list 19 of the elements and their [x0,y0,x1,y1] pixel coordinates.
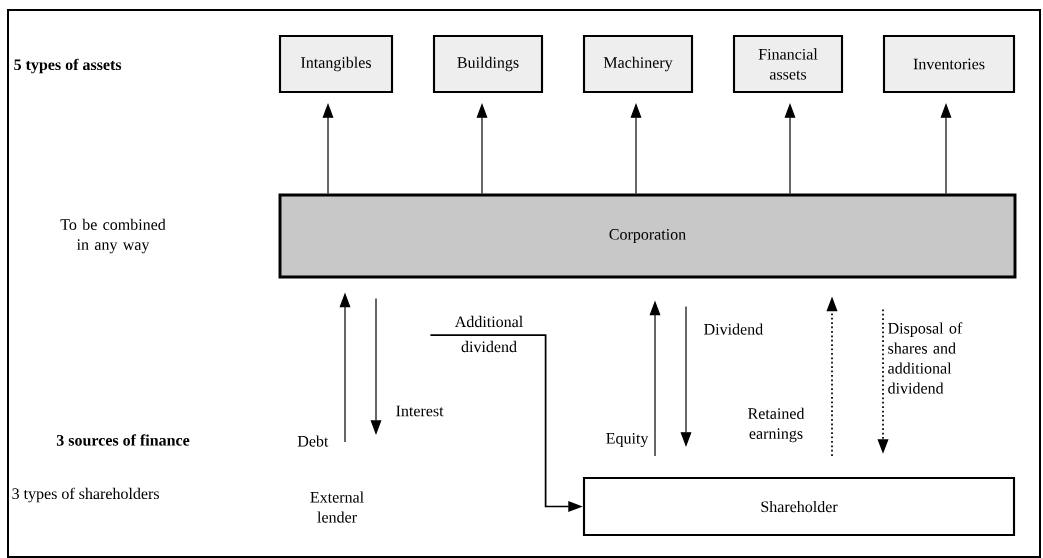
asset-box: Buildings [432,34,544,94]
row-heading: 3 types of shareholders [12,487,159,503]
edge-label: Interest [396,405,444,417]
edge-label: Disposal of shares and additional dividend [888,322,963,394]
edge-label: Debt [297,435,329,447]
edge-label: Equity [606,433,649,448]
asset-box: Machinery [582,34,694,94]
shareholder-box: Shareholder [582,476,1016,537]
asset-box: Inventories [882,34,1016,94]
edge-label: Dividend [704,323,763,335]
corporation-box: Corporation [278,193,1017,279]
edge-label: Retained earnings [748,407,805,443]
row-heading: 5 types of assets [14,58,122,74]
row-heading: 3 sources of finance [56,434,190,446]
asset-box: Financial assets [732,34,844,94]
asset-box: Intangibles [278,34,394,94]
party-label: External lender [310,491,364,523]
row-heading: To be combined in any way [60,218,166,254]
flow-label: Additional dividend [454,315,523,353]
